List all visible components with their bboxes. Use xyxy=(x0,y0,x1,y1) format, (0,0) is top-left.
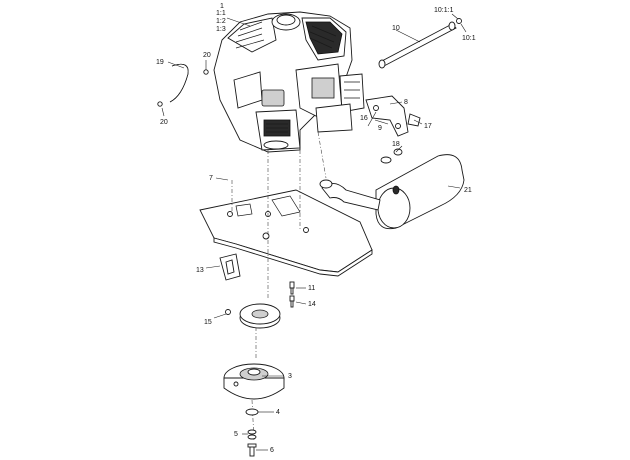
bracket-part-8 xyxy=(365,95,421,137)
callout-9: 9 xyxy=(378,125,382,132)
callout-6: 6 xyxy=(270,447,274,454)
callout-20-top: 20 xyxy=(203,52,211,59)
callout-1-3: 1:3 xyxy=(216,26,226,33)
fasteners-part-4-5-6 xyxy=(245,408,259,457)
callout-8: 8 xyxy=(404,99,408,106)
callout-14: 14 xyxy=(308,301,316,308)
callout-21: 21 xyxy=(464,187,472,194)
callout-10: 10 xyxy=(392,25,400,32)
callout-labels: 1 1:1 1:2 1:3 3 4 5 6 7 8 9 10 10:1 10:1… xyxy=(156,3,476,454)
callout-20-left: 20 xyxy=(160,119,168,126)
callout-11: 11 xyxy=(308,285,315,292)
mount-plate xyxy=(199,189,373,277)
callout-15: 15 xyxy=(204,319,212,326)
callout-16: 16 xyxy=(360,115,368,122)
callout-7: 7 xyxy=(209,175,213,182)
callout-1: 1 xyxy=(220,3,224,10)
callout-13: 13 xyxy=(196,267,204,274)
callout-3: 3 xyxy=(288,373,292,380)
callout-1-2: 1:2 xyxy=(216,18,226,25)
callout-1-1: 1:1 xyxy=(216,10,226,17)
callout-18: 18 xyxy=(392,141,400,148)
leader-lines xyxy=(161,13,467,451)
bracket-part-13 xyxy=(219,253,241,281)
bolts-part-11-14 xyxy=(289,281,295,308)
clutch-part-3 xyxy=(223,363,285,400)
callout-10-1-1: 10:1:1 xyxy=(434,7,454,14)
callout-10-1: 10:1 xyxy=(462,35,476,42)
callout-4: 4 xyxy=(276,409,280,416)
callout-5: 5 xyxy=(234,431,238,438)
pulley xyxy=(225,303,281,329)
shaft-part-10 xyxy=(378,18,462,69)
fuel-line-part-19 xyxy=(157,63,209,107)
engine-assembly xyxy=(213,11,365,153)
muffler-part-21 xyxy=(319,148,465,230)
callout-17: 17 xyxy=(424,123,432,130)
callout-19: 19 xyxy=(156,59,164,66)
